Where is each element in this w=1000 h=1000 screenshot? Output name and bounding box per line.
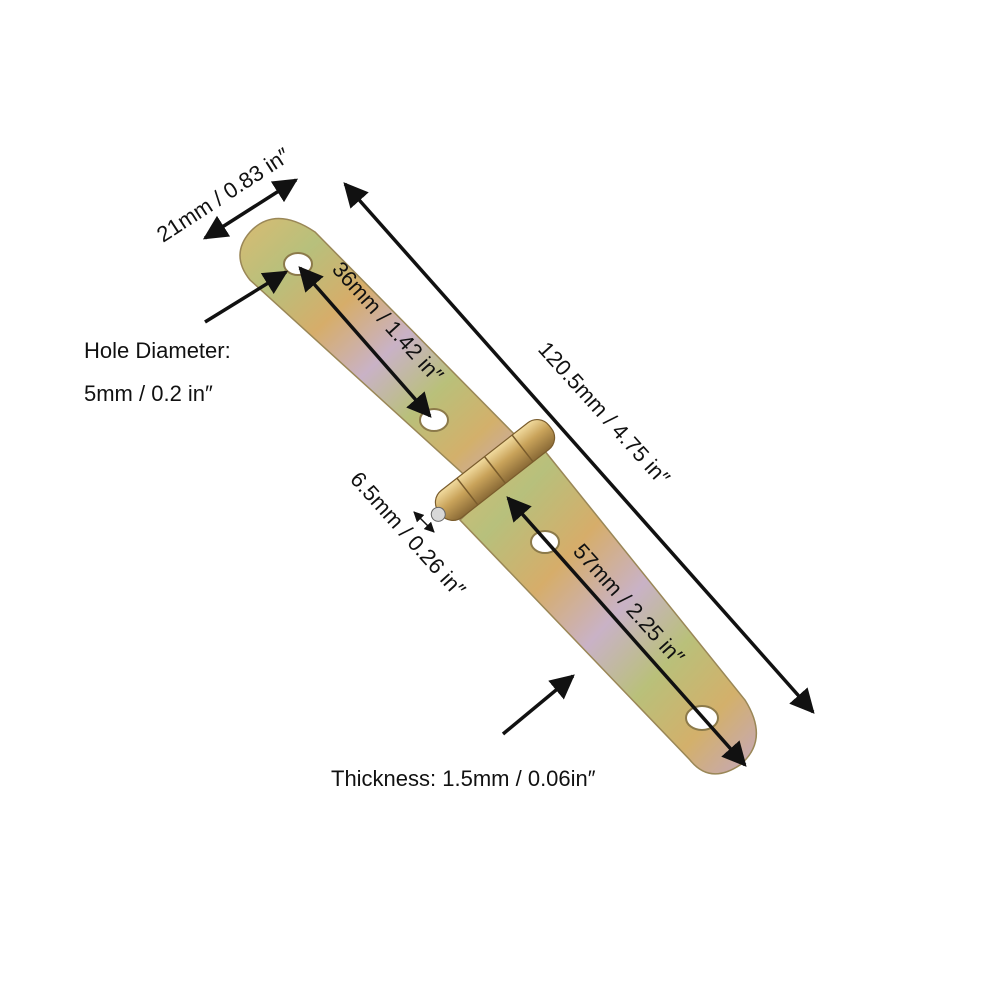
- hinge-upper-leaf: [239, 217, 522, 481]
- hole-diameter-pointer: [204, 270, 289, 324]
- lower-hole-spacing-arrow: [506, 496, 747, 767]
- width-arrow: [202, 178, 299, 240]
- thickness-pointer: [501, 674, 575, 736]
- screw-hole: [283, 252, 313, 276]
- upper-hole-spacing-arrow: [298, 266, 432, 418]
- screw-hole: [419, 408, 449, 432]
- knuckle-arrow: [413, 511, 435, 533]
- hole-diameter-title: Hole Diameter:: [84, 338, 231, 363]
- thickness-label: Thickness: 1.5mm / 0.06in″: [331, 766, 596, 791]
- dimension-arrows: [202, 178, 815, 767]
- hole-diameter-value: 5mm / 0.2 in″: [84, 381, 213, 406]
